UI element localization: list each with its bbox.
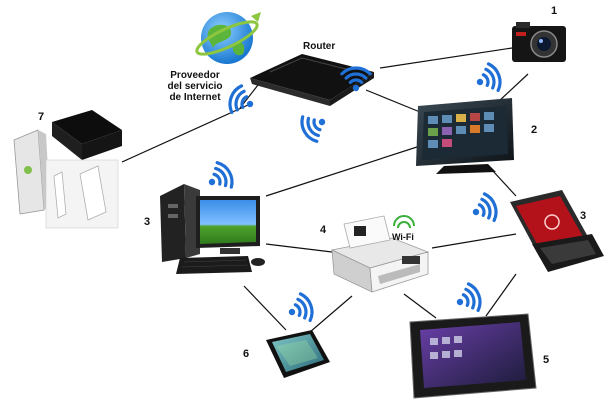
- wifi-signal-icon: [288, 292, 314, 323]
- laptop-icon: [510, 190, 604, 272]
- line-pc-tv: [265, 145, 421, 197]
- tv-icon: [416, 98, 514, 174]
- isp-label-line3: de Internet: [169, 92, 221, 103]
- isp-label-line2: del servicio: [167, 81, 223, 92]
- globe-icon: [195, 12, 261, 64]
- line-router-tv: [365, 89, 421, 113]
- line-camera-tv: [497, 73, 529, 103]
- label-camera-number: 1: [551, 5, 558, 17]
- line-laptop-tablet: [485, 273, 517, 317]
- smartphone-icon: [266, 330, 330, 378]
- isp-label-line1: Proveedor: [170, 70, 220, 81]
- wifi-signal-icon: [340, 66, 372, 92]
- line-tv-laptop: [491, 169, 517, 197]
- wifi-signal-icon: [300, 115, 326, 143]
- printer-icon: [330, 215, 430, 293]
- label-phone-number: 6: [243, 348, 250, 360]
- desktop-computer-icon: [160, 184, 265, 274]
- line-printer-phone: [309, 295, 353, 333]
- label-tv-number: 2: [531, 124, 538, 136]
- tablet-icon: [409, 313, 537, 399]
- label-printer-number: 4: [320, 224, 327, 236]
- label-tablet-number: 5: [543, 354, 550, 366]
- line-printer-laptop: [431, 233, 517, 249]
- wifi-signal-icon: [476, 62, 502, 93]
- isp-label: Proveedor del servicio de Internet: [150, 70, 240, 103]
- line-router-camera: [379, 47, 513, 69]
- wifi-signals: [208, 62, 502, 323]
- camera-icon: [512, 22, 566, 62]
- wifi-signal-icon: [456, 282, 482, 313]
- line-pc-printer: [265, 243, 333, 253]
- wifi-logo-icon: Wi-Fi: [392, 215, 415, 242]
- line-consoles-router: [121, 104, 249, 163]
- wifi-signal-icon: [208, 161, 234, 189]
- router-icon: [250, 54, 374, 106]
- line-pc-phone: [243, 285, 287, 331]
- label-consoles-number: 7: [38, 111, 45, 123]
- label-laptop-number: 3: [580, 210, 587, 222]
- wifi-signal-icon: [472, 192, 498, 223]
- line-printer-tablet: [403, 293, 437, 319]
- label-pc-number: 3: [144, 216, 151, 228]
- connection-lines: [121, 47, 529, 333]
- router-label: Router: [303, 41, 336, 52]
- wifi-logo-text: Wi-Fi: [392, 232, 414, 242]
- game-console-icon: [13, 110, 122, 229]
